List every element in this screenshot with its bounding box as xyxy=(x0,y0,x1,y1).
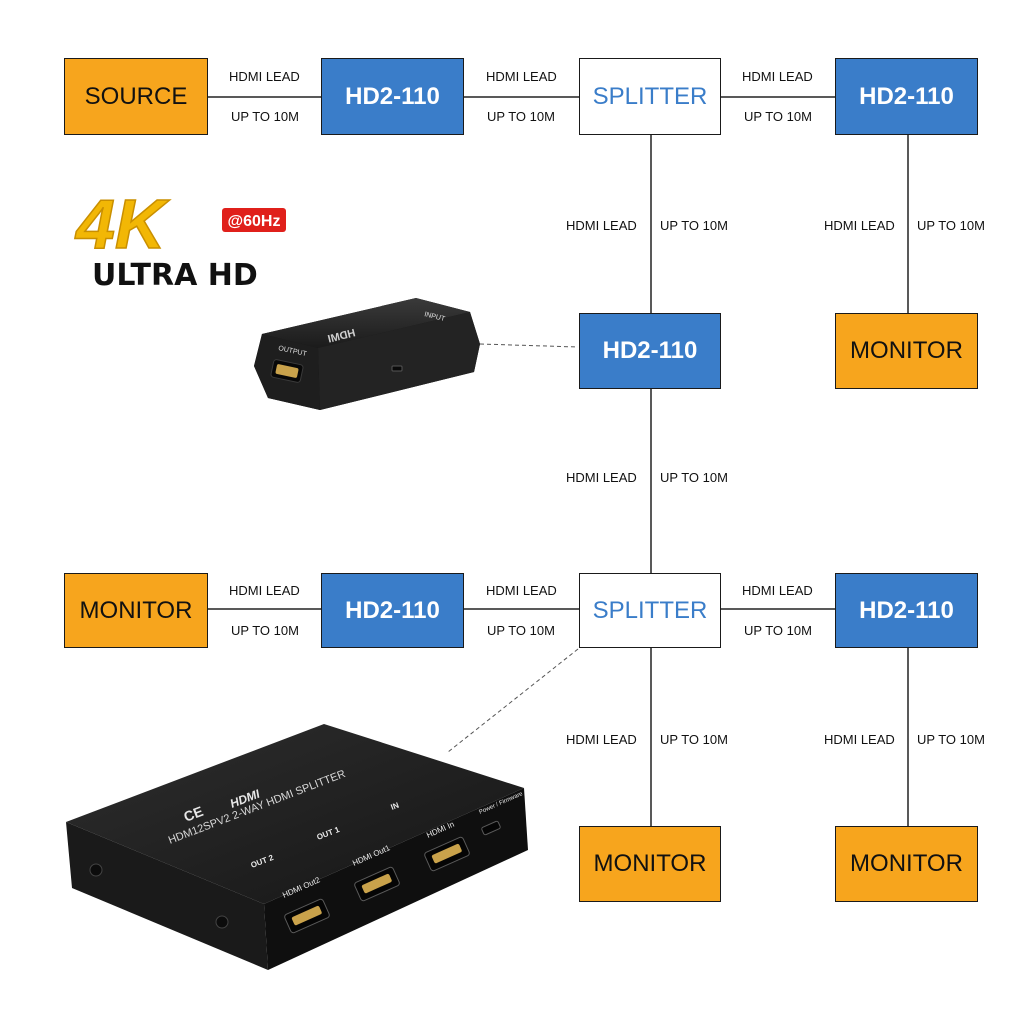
link-label-distance: UP TO 10M xyxy=(487,623,555,638)
logo-refresh-badge xyxy=(222,208,286,232)
link-label-distance: UP TO 10M xyxy=(231,109,299,124)
link-label-lead: HDMI LEAD xyxy=(742,583,813,598)
link-label-distance: UP TO 10M xyxy=(744,109,812,124)
link-label-lead: HDMI LEAD xyxy=(486,583,557,598)
usb-power-port xyxy=(481,820,501,836)
extender-device-photo: HDMI OUTPUT INPUT xyxy=(254,298,480,410)
hd2-110-box-top-left: HD2-110 xyxy=(321,58,464,135)
link-label-lead: HDMI LEAD xyxy=(229,69,300,84)
logo-4k-text: 4K xyxy=(74,190,170,263)
link-label-lead: HDMI LEAD xyxy=(824,218,895,233)
hd2-110-box-mid-left: HD2-110 xyxy=(321,573,464,648)
top-tag-in: IN xyxy=(389,801,400,812)
hd2-110-box-top-right: HD2-110 xyxy=(835,58,978,135)
link-label-distance: UP TO 10M xyxy=(917,218,985,233)
splitter-device-photo: HDM12SPV2 2-WAY HDMI SPLITTER HDMI CE HD… xyxy=(66,724,528,970)
hd2-110-box-mid-right: HD2-110 xyxy=(835,573,978,648)
hd2-110-box-middle: HD2-110 xyxy=(579,313,721,389)
monitor-box-bottom-center: MONITOR xyxy=(579,826,721,902)
monitor-box-top-right: MONITOR xyxy=(835,313,978,389)
link-label-lead: HDMI LEAD xyxy=(824,732,895,747)
link-label-lead: HDMI LEAD xyxy=(742,69,813,84)
link-label-distance: UP TO 10M xyxy=(231,623,299,638)
link-label-lead: HDMI LEAD xyxy=(566,218,637,233)
monitor-box-bottom-right: MONITOR xyxy=(835,826,978,902)
link-label-distance: UP TO 10M xyxy=(917,732,985,747)
logo-caption-text: ULTRA HD xyxy=(92,258,258,290)
link-label-distance: UP TO 10M xyxy=(487,109,555,124)
4k-ultra-hd-logo: 4K @60Hz ULTRA HD xyxy=(73,190,286,290)
screw-icon xyxy=(89,863,103,877)
link-label-distance: UP TO 10M xyxy=(660,732,728,747)
splitter-box-mid: SPLITTER xyxy=(579,573,721,648)
logo-refresh-text: @60Hz xyxy=(228,213,281,230)
monitor-box-mid-left: MONITOR xyxy=(64,573,208,648)
link-label-distance: UP TO 10M xyxy=(744,623,812,638)
screw-icon xyxy=(215,915,229,929)
splitter-box-top: SPLITTER xyxy=(579,58,721,135)
source-box: SOURCE xyxy=(64,58,208,135)
link-label-lead: HDMI LEAD xyxy=(486,69,557,84)
link-label-distance: UP TO 10M xyxy=(660,218,728,233)
link-label-distance: UP TO 10M xyxy=(660,470,728,485)
link-label-lead: HDMI LEAD xyxy=(566,470,637,485)
link-label-lead: HDMI LEAD xyxy=(566,732,637,747)
ce-mark-icon: CE xyxy=(181,803,205,825)
link-label-lead: HDMI LEAD xyxy=(229,583,300,598)
dashed-link-extender xyxy=(479,343,579,348)
